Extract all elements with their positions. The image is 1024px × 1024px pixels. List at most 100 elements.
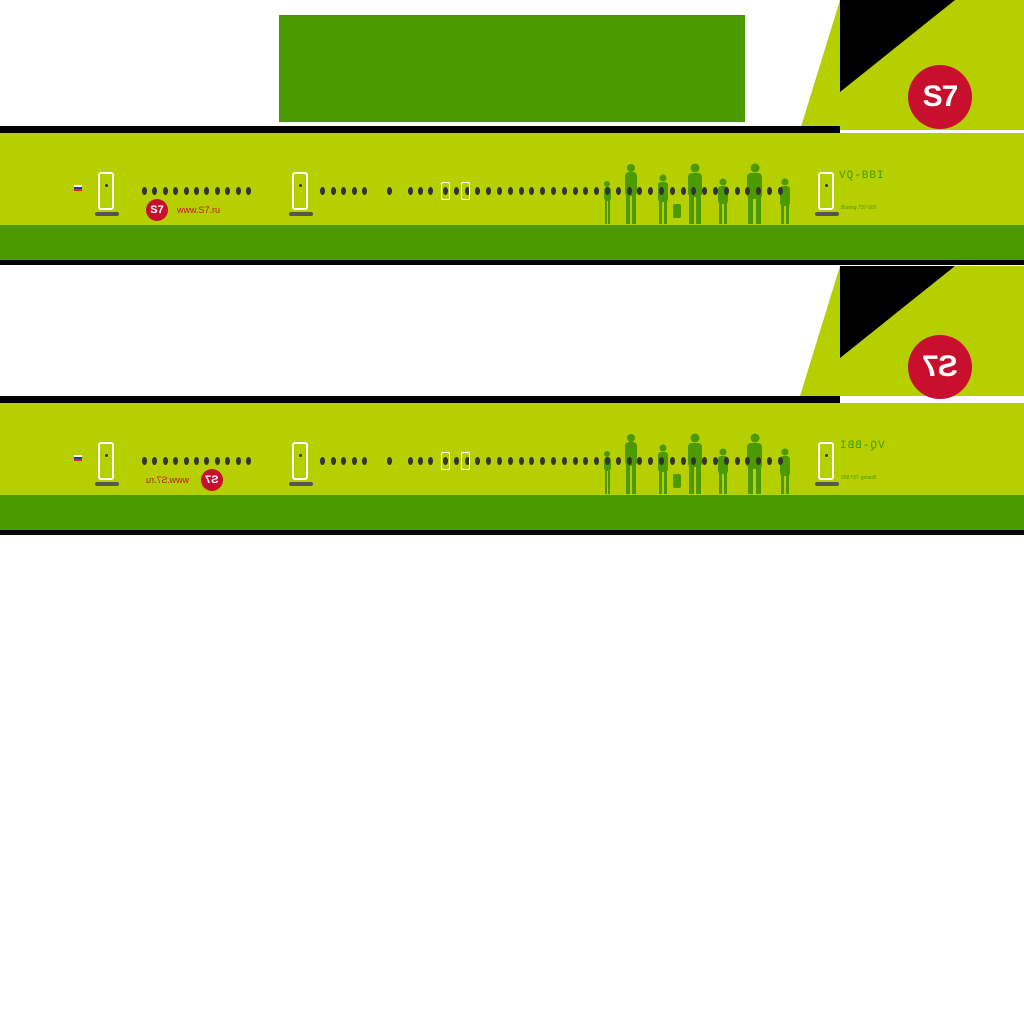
cabin-window [341, 457, 346, 465]
cabin-window [214, 187, 220, 195]
cabin-window [756, 457, 762, 465]
mid-door [292, 442, 308, 480]
cabin-window [194, 187, 199, 195]
cabin-window [540, 187, 546, 195]
door-step [95, 212, 119, 216]
cabin-window [464, 187, 470, 195]
cabin-window [734, 457, 740, 465]
cabin-window [362, 457, 367, 465]
emergency-exit-frame [441, 452, 450, 470]
cabin-window [518, 187, 524, 195]
mid-door [292, 172, 308, 210]
door-step [95, 482, 119, 486]
registration-mark-mirrored: VQ-BBI [839, 440, 885, 452]
cabin-window [142, 457, 147, 465]
cabin-window [320, 187, 325, 195]
cabin-window [497, 187, 502, 195]
url-text: www.S7.ru [146, 475, 190, 485]
cabin-window [204, 187, 210, 195]
cabin-window [194, 457, 199, 465]
cabin-window [540, 457, 546, 465]
cabin-window [680, 187, 686, 195]
aircraft-model: Boeing 737-500 [841, 205, 877, 211]
cabin-window [453, 187, 459, 195]
cabin-window [173, 187, 179, 195]
emergency-exit-frame [461, 452, 470, 470]
cabin-window [723, 457, 729, 465]
fuselage-green-band [0, 225, 1024, 260]
cabin-window [518, 457, 524, 465]
cabin-window [428, 187, 433, 195]
cabin-window [745, 457, 751, 465]
front-door [98, 172, 114, 210]
cabin-window [142, 187, 147, 195]
cabin-window [637, 457, 643, 465]
cabin-window [659, 457, 664, 465]
cabin-window [162, 457, 168, 465]
cabin-window [680, 457, 686, 465]
fuselage-lime-band [0, 133, 1024, 225]
cabin-window [777, 187, 783, 195]
door-step [289, 482, 313, 486]
cabin-window [486, 457, 492, 465]
rear-door [818, 442, 834, 480]
cabin-window [669, 457, 675, 465]
logo-text: S7 [205, 474, 219, 486]
cabin-window [659, 187, 664, 195]
cabin-window [475, 187, 481, 195]
cabin-window [777, 457, 783, 465]
cabin-window [486, 187, 492, 195]
fuselage-top-line [0, 396, 840, 403]
cabin-window [529, 187, 535, 195]
cabin-window [183, 457, 189, 465]
rear-door [818, 172, 834, 210]
top-color-block [279, 15, 745, 122]
cabin-window [615, 187, 621, 195]
cabin-window [734, 187, 740, 195]
cabin-window [572, 187, 578, 195]
cabin-window [443, 187, 448, 195]
cabin-window [507, 457, 513, 465]
fuselage-green-band [0, 495, 1024, 530]
cabin-window [713, 457, 718, 465]
cabin-window [745, 187, 751, 195]
website-url-mirrored: www.S7.ru [146, 475, 189, 485]
emergency-exit-frame [441, 182, 450, 200]
door-step [289, 212, 313, 216]
cabin-window [214, 457, 220, 465]
cabin-window [561, 457, 567, 465]
cabin-window [561, 187, 567, 195]
cabin-window [320, 457, 325, 465]
cabin-window [529, 457, 535, 465]
cabin-window [351, 457, 357, 465]
website-url: www.S7.ru [177, 205, 221, 215]
cabin-window [453, 457, 459, 465]
cabin-window [648, 187, 654, 195]
cabin-window [637, 187, 643, 195]
fuselage-bottom-line [0, 530, 1024, 535]
cabin-window [341, 187, 346, 195]
cabin-window [691, 187, 697, 195]
cabin-window [225, 457, 231, 465]
cabin-window [648, 457, 654, 465]
emergency-exit-frame [461, 182, 470, 200]
cabin-window [669, 187, 675, 195]
cabin-window [183, 187, 189, 195]
cabin-window [626, 187, 632, 195]
cabin-window [713, 187, 718, 195]
s7-logo-small-mirrored: S7 [201, 469, 223, 491]
cabin-window [246, 457, 251, 465]
cabin-window [225, 187, 231, 195]
cabin-window [551, 187, 556, 195]
cabin-window [428, 457, 433, 465]
cabin-window [702, 457, 708, 465]
livery-side-left: S7 [0, 0, 1024, 140]
cabin-window [418, 457, 423, 465]
cabin-window [583, 187, 589, 195]
cabin-window [351, 187, 357, 195]
cabin-window [418, 187, 423, 195]
cabin-window [605, 187, 610, 195]
cabin-window [152, 187, 158, 195]
cabin-window [605, 457, 610, 465]
logo-text: S7 [922, 350, 958, 383]
